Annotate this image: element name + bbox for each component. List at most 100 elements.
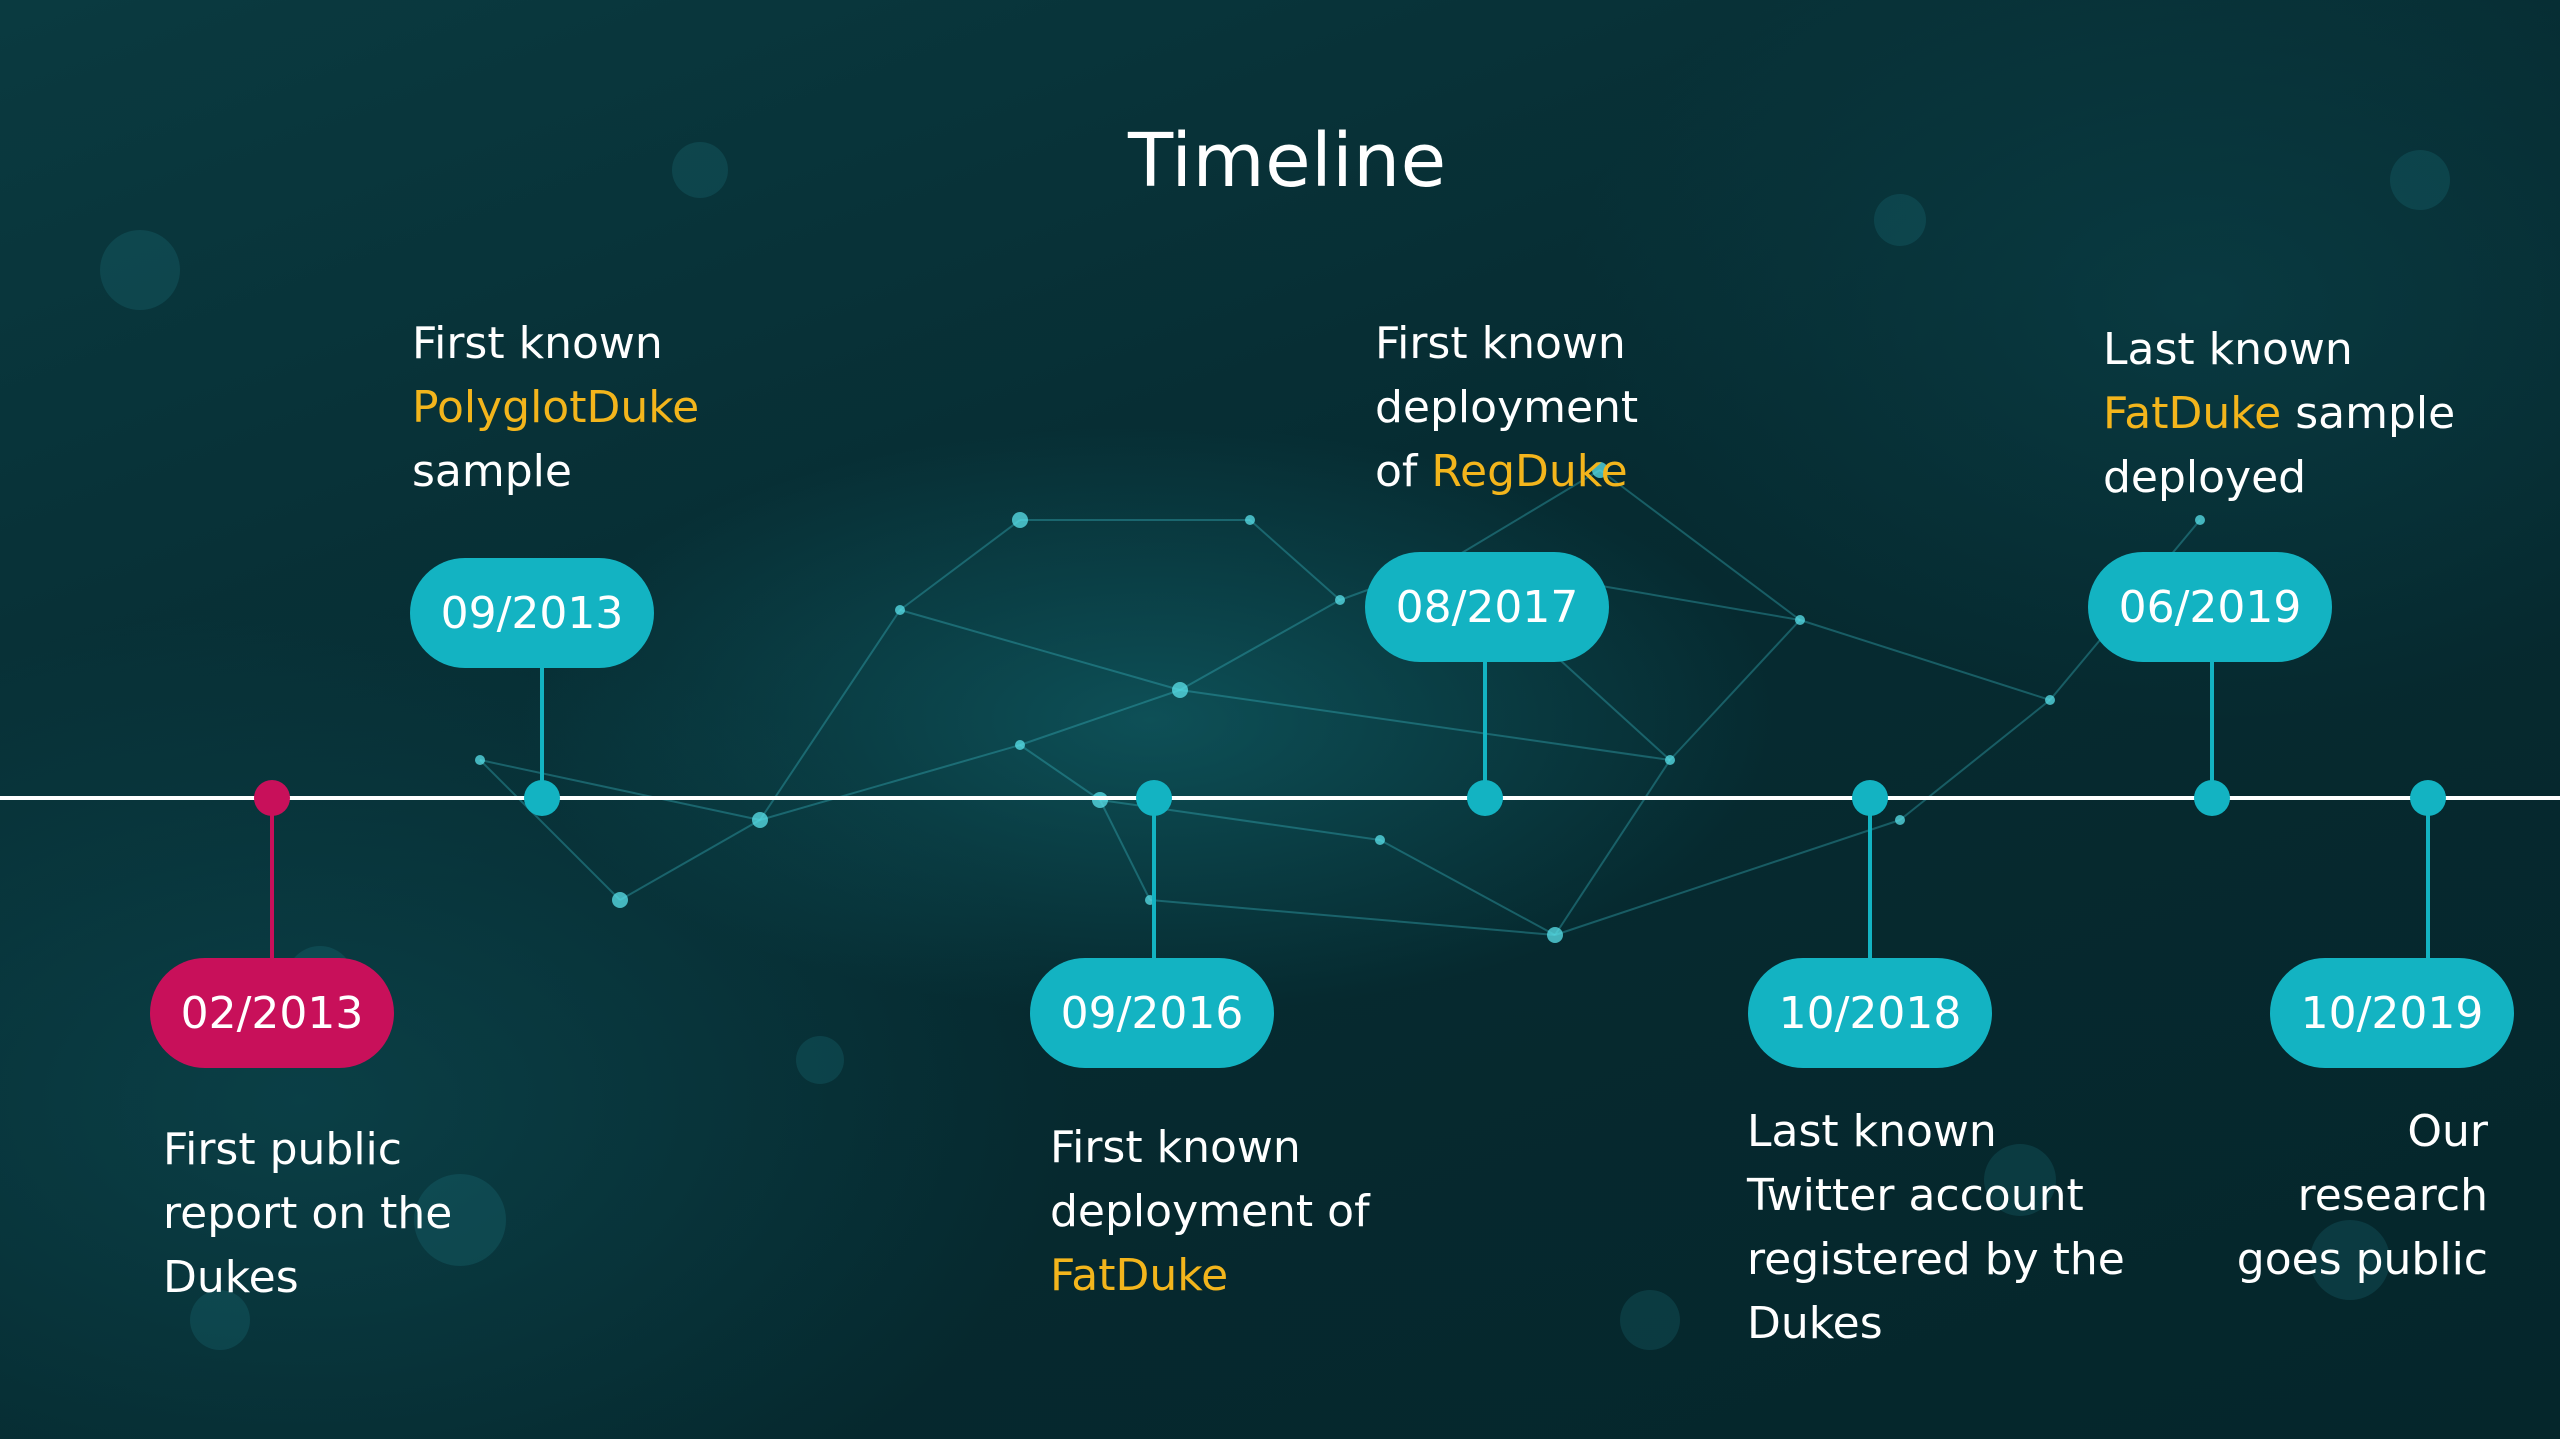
network-link xyxy=(1249,519,1341,601)
network-link xyxy=(1179,689,1671,761)
event-description-line: deployment xyxy=(1375,376,1638,440)
event-description-line: of RegDuke xyxy=(1375,440,1638,504)
network-node xyxy=(1547,927,1563,943)
event-date-badge: 10/2019 xyxy=(2270,958,2514,1068)
network-link xyxy=(1019,744,1101,801)
event-description-line: Our xyxy=(2237,1100,2488,1164)
event-description-text: registered by the xyxy=(1747,1234,2125,1285)
event-description-text: deployed xyxy=(2103,452,2307,503)
network-node xyxy=(1335,595,1345,605)
bokeh-blob xyxy=(796,1036,844,1084)
network-link xyxy=(1669,619,1801,761)
network-node xyxy=(2195,515,2205,525)
event-description-text: First public xyxy=(163,1124,402,1175)
event-description-line: research xyxy=(2237,1164,2488,1228)
event-date-badge: 09/2013 xyxy=(410,558,654,668)
event-dot xyxy=(1467,780,1503,816)
network-node xyxy=(2045,695,2055,705)
event-description-text: Last known xyxy=(1747,1106,1997,1157)
network-node xyxy=(475,755,485,765)
network-node xyxy=(1375,835,1385,845)
event-description-text: Last known xyxy=(2103,324,2353,375)
event-description-text: deployment of xyxy=(1050,1186,1370,1237)
bokeh-blob xyxy=(1984,1144,2056,1216)
event-description-line: First known xyxy=(412,312,699,376)
event-description-line: FatDuke sample xyxy=(2103,382,2455,446)
network-node xyxy=(1015,740,1025,750)
event-dot xyxy=(2410,780,2446,816)
highlighted-malware-name: RegDuke xyxy=(1431,446,1628,497)
event-date-badge: 08/2017 xyxy=(1365,552,1609,662)
event-description-text: of xyxy=(1375,446,1432,497)
event-description-line: First public xyxy=(163,1118,452,1182)
network-node xyxy=(752,812,768,828)
event-description-text: report on the xyxy=(163,1188,453,1239)
network-link xyxy=(619,819,761,901)
network-link xyxy=(1179,599,1341,691)
event-dot xyxy=(524,780,560,816)
event-description-text: sample xyxy=(2281,388,2456,439)
event-description-line: FatDuke xyxy=(1050,1244,1370,1308)
network-link xyxy=(1449,469,1601,561)
event-description-text: Our xyxy=(2407,1106,2488,1157)
bokeh-blob xyxy=(1620,1290,1680,1350)
event-description-line: report on the xyxy=(163,1182,452,1246)
event-description-text: Dukes xyxy=(1747,1298,1883,1349)
event-description-text: Dukes xyxy=(163,1252,299,1303)
network-node xyxy=(1895,815,1905,825)
page-title: Timeline xyxy=(1128,118,1447,204)
network-node xyxy=(1245,515,1255,525)
network-node xyxy=(1795,615,1805,625)
event-description-text: goes public xyxy=(2236,1234,2488,1285)
network-link xyxy=(759,609,901,821)
event-description-text: First known xyxy=(412,318,663,369)
event-description-line: registered by the xyxy=(1747,1228,2125,1292)
network-link xyxy=(1799,619,2051,701)
network-link xyxy=(1554,819,1901,936)
event-description-line: First known xyxy=(1050,1116,1370,1180)
event-description-text: sample xyxy=(412,446,572,497)
bokeh-blob xyxy=(190,1290,250,1350)
bokeh-blob xyxy=(2390,150,2450,210)
event-description-line: sample xyxy=(412,440,699,504)
event-description: First known deployment of FatDuke xyxy=(1050,1116,1370,1308)
network-link xyxy=(1599,469,1801,621)
network-link xyxy=(1019,689,1181,746)
event-dot xyxy=(1852,780,1888,816)
event-description-text: First known xyxy=(1375,318,1626,369)
event-description-line: goes public xyxy=(2237,1228,2488,1292)
event-description-text: First known xyxy=(1050,1122,1301,1173)
event-description-text: Twitter account xyxy=(1747,1170,2084,1221)
network-link xyxy=(1379,839,1556,936)
bokeh-blob xyxy=(1874,194,1926,246)
event-date-badge: 10/2018 xyxy=(1748,958,1992,1068)
bokeh-blob xyxy=(100,230,180,310)
network-node xyxy=(1665,755,1675,765)
event-dot xyxy=(2194,780,2230,816)
event-description-line: Twitter account xyxy=(1747,1164,2125,1228)
highlighted-malware-name: FatDuke xyxy=(1050,1250,1229,1301)
event-date-badge: 06/2019 xyxy=(2088,552,2332,662)
network-node xyxy=(1012,512,1028,528)
event-description-text: research xyxy=(2297,1170,2488,1221)
event-description-line: deployed xyxy=(2103,446,2455,510)
event-description-line: Last known xyxy=(2103,318,2455,382)
network-node xyxy=(1172,682,1188,698)
event-dot xyxy=(1136,780,1172,816)
event-date-badge: 02/2013 xyxy=(150,958,394,1068)
network-link xyxy=(1149,899,1556,936)
event-date-badge: 09/2016 xyxy=(1030,958,1274,1068)
network-link xyxy=(899,519,1021,611)
network-link xyxy=(479,759,761,821)
event-dot xyxy=(254,780,290,816)
event-description-line: Dukes xyxy=(1747,1292,2125,1356)
network-node xyxy=(895,605,905,615)
network-link xyxy=(759,744,1021,821)
event-description-line: PolyglotDuke xyxy=(412,376,699,440)
bokeh-blob xyxy=(2310,1220,2390,1300)
